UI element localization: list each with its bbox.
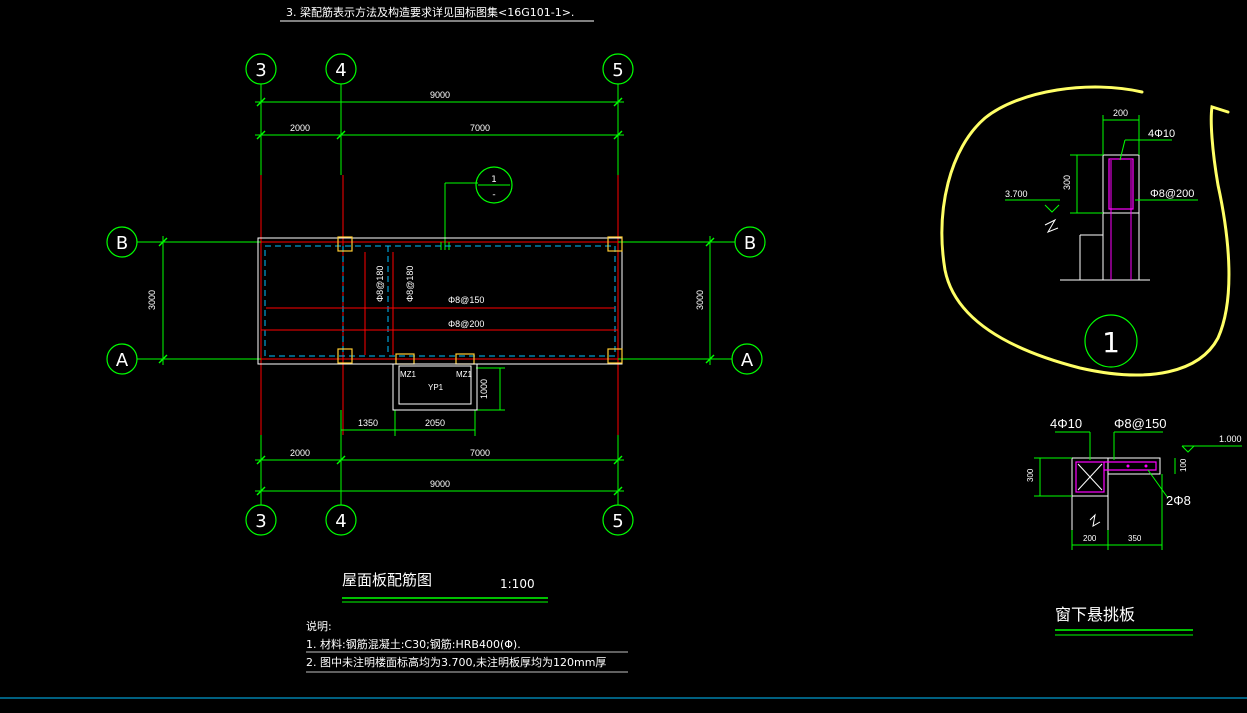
dim-top-total: 9000 [430, 90, 450, 100]
detail2-side-bars: 2Φ8 [1166, 493, 1191, 508]
canopy-slab: YP1 [428, 383, 444, 392]
dim-left-span: 3000 [147, 290, 157, 310]
section-ref-bubble: 1 - [475, 166, 513, 204]
grid-label-left-a: A [116, 350, 129, 371]
detail1-height: 300 [1062, 175, 1072, 190]
dim-bottom-total: 9000 [430, 479, 450, 489]
dim-bottom-right: 7000 [470, 448, 490, 458]
grid-label-top-3: 3 [255, 60, 266, 81]
highlight-circle [940, 85, 1231, 377]
grid-label-right-a: A [741, 350, 754, 371]
notes: 说明: 1. 材料:钢筋混凝土:C30;钢筋:HRB400(Φ). 2. 图中未… [306, 619, 606, 669]
svg-text:说明:: 说明: [306, 619, 332, 633]
dim-bottom-left: 2000 [290, 448, 310, 458]
detail2-width1: 200 [1083, 534, 1097, 543]
dim-top-right: 7000 [470, 123, 490, 133]
grid-label-top-5: 5 [612, 60, 623, 81]
dimension-lines [137, 84, 735, 505]
detail1-label: 1 [1102, 326, 1120, 359]
grid-label-right-b: B [744, 233, 756, 254]
detail2-top-bars: 4Φ10 [1050, 416, 1082, 431]
grid-label-bottom-4: 4 [335, 511, 346, 532]
svg-text:1: 1 [491, 175, 497, 185]
detail2-title: 窗下悬挑板 [1055, 605, 1135, 624]
slab-rebar [261, 252, 618, 355]
detail2-width2: 350 [1128, 534, 1142, 543]
slab-outline [257, 237, 623, 365]
svg-text:1. 材料:钢筋混凝土:C30;钢筋:HRB400(Φ).: 1. 材料:钢筋混凝土:C30;钢筋:HRB400(Φ). [306, 637, 521, 651]
grid-label-bottom-5: 5 [612, 511, 623, 532]
detail-2 [1034, 431, 1242, 550]
canopy [392, 363, 478, 411]
detail-1 [940, 85, 1231, 377]
dim-canopy-a: 1350 [358, 418, 378, 428]
svg-text:2. 图中未注明楼面标高均为3.700,未注明板厚均为120: 2. 图中未注明楼面标高均为3.700,未注明板厚均为120mm厚 [306, 655, 606, 669]
rebar-label-h1: Φ8@150 [448, 295, 484, 305]
axis-lines [195, 175, 690, 435]
detail1-width: 200 [1113, 108, 1128, 118]
plan-columns [337, 236, 623, 365]
grid-label-left-b: B [116, 233, 128, 254]
svg-text:-: - [492, 190, 495, 200]
detail2-height: 300 [1026, 468, 1035, 482]
detail1-stirrup: Φ8@200 [1150, 188, 1194, 200]
detail2-stirrup: Φ8@150 [1114, 416, 1167, 431]
plan-scale: 1:100 [500, 577, 535, 591]
rebar-label-v2: Φ8@180 [405, 266, 415, 302]
dim-canopy-depth: 1000 [479, 379, 489, 399]
detail1-elevation: 3.700 [1005, 189, 1028, 199]
plan-title: 屋面板配筋图 [342, 571, 432, 589]
detail2-slab-thk: 100 [1179, 458, 1188, 472]
rebar-label-v1: Φ8@180 [375, 266, 385, 302]
header-note: 3. 梁配筋表示方法及构造要求详见国标图集<16G101-1>. [286, 5, 574, 19]
dim-canopy-b: 2050 [425, 418, 445, 428]
rebar-label-h2: Φ8@200 [448, 319, 484, 329]
dim-right-span: 3000 [695, 290, 705, 310]
detail1-top-bars: 4Φ10 [1148, 128, 1175, 140]
grid-bubbles [106, 53, 766, 536]
grid-label-top-4: 4 [335, 60, 346, 81]
dim-top-left: 2000 [290, 123, 310, 133]
grid-label-bottom-3: 3 [255, 511, 266, 532]
canopy-col-left: MZ1 [400, 370, 417, 379]
canopy-col-right: MZ1 [456, 370, 473, 379]
detail2-elevation: 1.000 [1219, 434, 1242, 444]
